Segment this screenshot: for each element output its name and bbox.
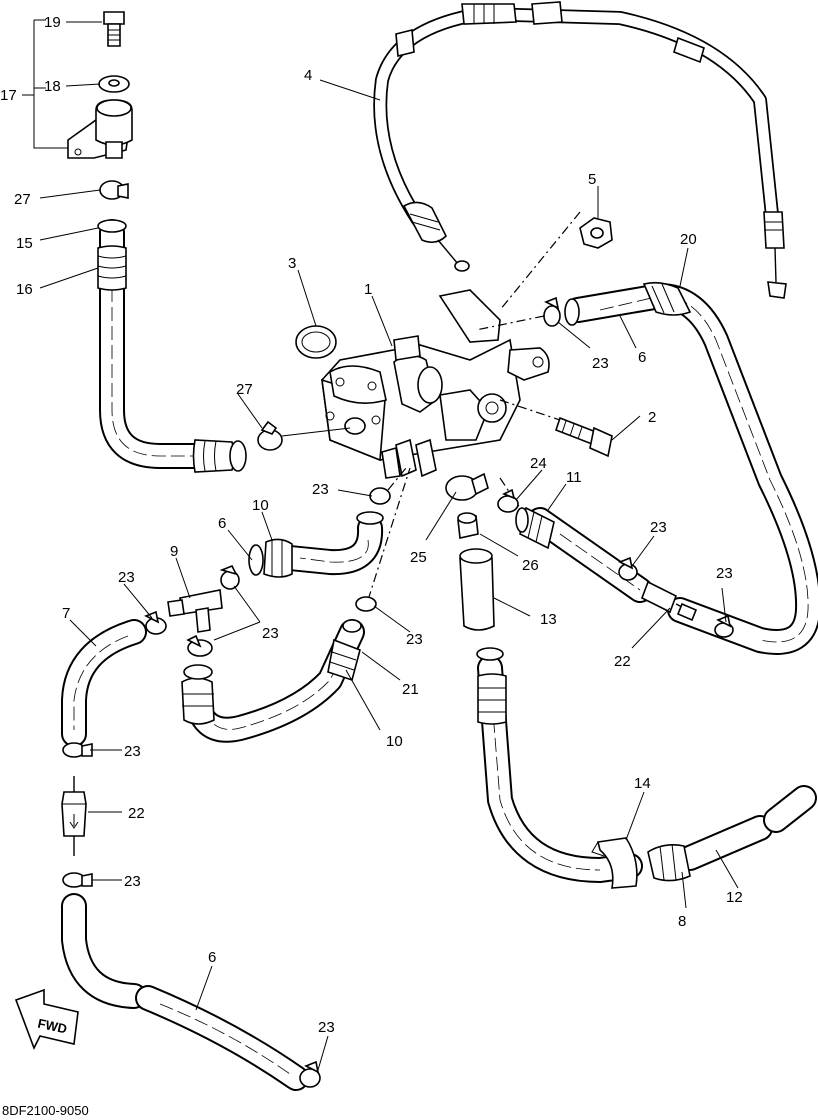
label-23-far-right: 23 — [716, 565, 733, 582]
label-15: 15 — [16, 235, 33, 252]
label-22-right: 22 — [614, 653, 631, 670]
label-27-lower: 27 — [236, 381, 253, 398]
label-10-lower: 10 — [386, 733, 403, 750]
label-23-right: 23 — [650, 519, 667, 536]
label-23-lower: 23 — [406, 631, 423, 648]
oil-hose-20 — [564, 281, 818, 655]
label-17: 17 — [0, 87, 17, 104]
label-21: 21 — [402, 681, 419, 698]
label-26: 26 — [522, 557, 539, 574]
label-4: 4 — [304, 67, 312, 84]
label-22-left: 22 — [128, 805, 145, 822]
fuel-hose-15 — [97, 219, 247, 473]
fwd-arrow-label: FWD — [36, 1016, 68, 1037]
label-6-middle: 6 — [218, 515, 226, 532]
mounting-bracket-assembly — [22, 11, 133, 159]
oil-hose-7 — [61, 619, 147, 747]
clip-25-plug-26-hose-13 — [445, 472, 495, 631]
label-24: 24 — [530, 455, 547, 472]
clip-23-upper — [475, 296, 561, 331]
label-13: 13 — [540, 611, 557, 628]
label-16: 16 — [16, 281, 33, 298]
label-1: 1 — [364, 281, 372, 298]
label-6-lower: 6 — [208, 949, 216, 966]
label-25: 25 — [410, 549, 427, 566]
label-23-bottom: 23 — [318, 1019, 335, 1036]
label-11: 11 — [566, 469, 582, 486]
label-23-pump: 23 — [312, 481, 329, 498]
hose-clip-27-lower — [257, 420, 351, 451]
label-18: 18 — [44, 78, 61, 95]
oil-filter-22-left — [61, 742, 93, 888]
oil-hose-6-lower — [61, 893, 321, 1091]
label-9: 9 — [170, 543, 178, 560]
clip-23-pump-outlet — [369, 467, 407, 505]
label-23-left: 23 — [118, 569, 135, 586]
label-14: 14 — [634, 775, 651, 792]
label-12: 12 — [726, 889, 743, 906]
label-10-upper: 10 — [252, 497, 269, 514]
oil-hose-11-filter-22-right — [497, 477, 734, 638]
part-number-labels: 19 18 17 27 15 16 4 5 20 3 1 23 6 27 2 2… — [0, 14, 743, 1036]
label-23-filter-bottom: 23 — [124, 873, 141, 890]
hose-clip-27-upper — [99, 180, 129, 200]
label-2: 2 — [648, 409, 656, 426]
label-6-upper: 6 — [638, 349, 646, 366]
label-8: 8 — [678, 913, 686, 930]
bolt-2 — [499, 399, 613, 458]
fwd-arrow: FWD — [14, 988, 79, 1050]
oil-hose-13-12 — [476, 647, 817, 889]
label-19: 19 — [44, 14, 61, 31]
label-7: 7 — [62, 605, 70, 622]
label-27-upper: 27 — [14, 191, 31, 208]
nut-5 — [579, 217, 613, 249]
leader-lines — [39, 21, 739, 1071]
t-joint-9 — [144, 564, 261, 657]
nut-locator-line — [499, 211, 581, 311]
label-23-filter-top: 23 — [124, 743, 141, 760]
oil-pump-1 — [321, 289, 550, 479]
oil-hose-10-lower — [181, 467, 411, 743]
label-23-upper: 23 — [592, 355, 609, 372]
drawing-code: 8DF2100-9050 — [2, 1103, 89, 1118]
label-20: 20 — [680, 231, 697, 248]
o-ring-3 — [295, 325, 337, 359]
label-5: 5 — [588, 171, 596, 188]
throttle-cable-4 — [373, 1, 787, 299]
oil-hose-10-upper — [248, 511, 384, 578]
label-23-joint: 23 — [262, 625, 279, 642]
label-3: 3 — [288, 255, 296, 272]
